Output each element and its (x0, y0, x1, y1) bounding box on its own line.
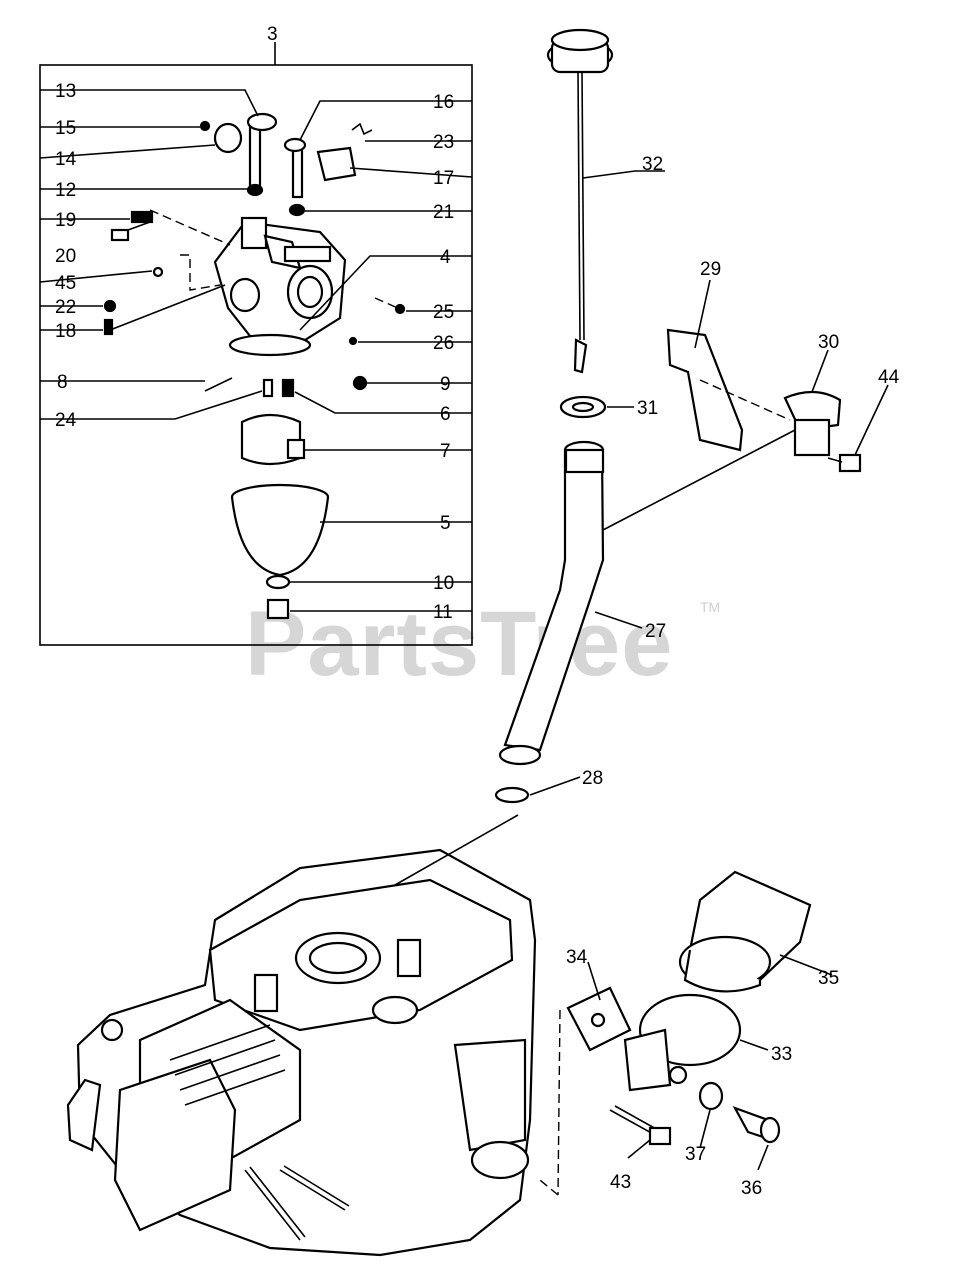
callout-31: 31 (637, 398, 658, 419)
callout-16: 16 (433, 92, 454, 113)
watermark-text: PartsTree (245, 593, 673, 695)
callout-22: 22 (55, 297, 76, 318)
callout-7: 7 (440, 441, 451, 462)
callout-23: 23 (433, 132, 454, 153)
callout-29: 29 (700, 259, 721, 280)
callout-18: 18 (55, 321, 76, 342)
callout-5: 5 (440, 513, 451, 534)
callout-13: 13 (55, 81, 76, 102)
carburetor-group-frame: 3 (39, 24, 473, 646)
callout-28: 28 (582, 768, 603, 789)
callout-30: 30 (818, 332, 839, 353)
callout-24: 24 (55, 410, 77, 431)
carburetor-parts (103, 112, 406, 620)
dipstick-parts (494, 28, 862, 804)
callout-6: 6 (440, 404, 451, 425)
watermark: PartsTree TM (245, 593, 720, 695)
callout-17: 17 (433, 168, 454, 189)
callout-11: 11 (433, 602, 453, 623)
callout-25: 25 (433, 302, 454, 323)
callout-37: 37 (685, 1144, 706, 1165)
callout-14: 14 (55, 149, 77, 170)
callout-43: 43 (610, 1172, 631, 1193)
callout-33: 33 (771, 1044, 792, 1065)
callout-35: 35 (818, 968, 839, 989)
callout-34: 34 (566, 947, 588, 968)
callout-20: 20 (55, 246, 76, 267)
callout-10: 10 (433, 573, 454, 594)
callout-26: 26 (433, 333, 454, 354)
callout-45: 45 (55, 273, 76, 294)
callout-36: 36 (741, 1178, 762, 1199)
leader-lines (39, 89, 889, 1171)
callout-19: 19 (55, 210, 76, 231)
group-label: 3 (267, 24, 278, 45)
callout-21: 21 (433, 202, 454, 223)
callout-8: 8 (57, 372, 68, 393)
callout-12: 12 (55, 180, 76, 201)
callout-44: 44 (878, 367, 900, 388)
callout-32: 32 (642, 154, 663, 175)
oil-filter-parts (566, 870, 812, 1146)
callout-9: 9 (440, 374, 451, 395)
engine-block (66, 848, 537, 1257)
watermark-trademark: TM (700, 599, 720, 615)
callout-labels: 13 15 14 12 19 20 45 22 18 8 24 16 23 17… (55, 81, 900, 1199)
assembly-lines (109, 209, 796, 1196)
callout-15: 15 (55, 118, 76, 139)
callout-27: 27 (645, 621, 666, 642)
callout-4: 4 (440, 247, 451, 268)
